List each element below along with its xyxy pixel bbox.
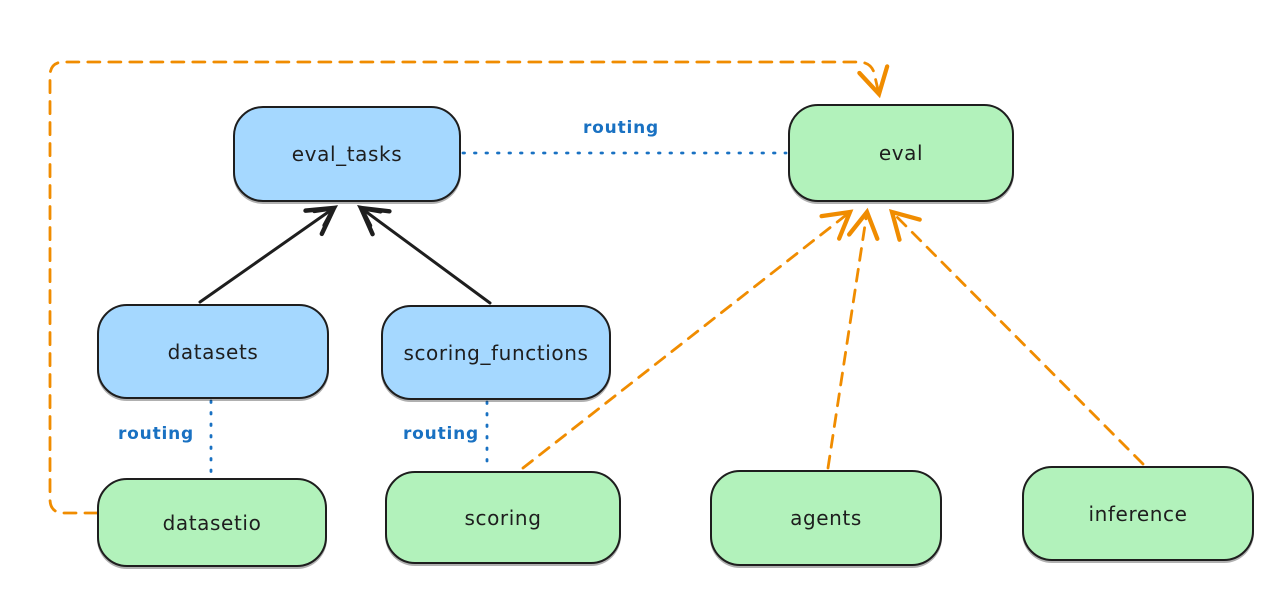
node-inference-label: inference xyxy=(1088,501,1188,526)
node-scoring-label: scoring xyxy=(464,505,542,530)
edge-datasets-evaltasks-arrow xyxy=(198,205,339,304)
node-eval: eval xyxy=(788,104,1014,202)
node-datasets: datasets xyxy=(97,304,329,399)
edge-datasetio-eval-arrow xyxy=(48,60,890,515)
edge-scoring-eval-arrow xyxy=(521,209,854,470)
node-eval-tasks: eval_tasks xyxy=(233,106,461,202)
routing-label-datasets-datasetio: routing xyxy=(118,424,194,444)
node-datasetio-label: datasetio xyxy=(162,510,262,535)
node-agents-label: agents xyxy=(790,506,862,530)
node-scoring: scoring xyxy=(385,471,621,564)
node-scoring-functions: scoring_functions xyxy=(381,305,611,400)
node-agents: agents xyxy=(710,470,942,566)
edge-agents-eval-arrow xyxy=(826,207,880,470)
node-scoring-functions-label: scoring_functions xyxy=(403,340,589,365)
node-inference: inference xyxy=(1022,466,1254,561)
routing-label-scoringfunctions-scoring: routing xyxy=(403,424,479,444)
node-eval-label: eval xyxy=(878,141,924,165)
node-eval-tasks-label: eval_tasks xyxy=(291,142,403,166)
routing-label-evaltasks-eval: routing xyxy=(583,118,659,138)
node-datasets-label: datasets xyxy=(167,339,259,364)
edge-scoringfunctions-evaltasks-arrow xyxy=(357,205,492,305)
node-datasetio: datasetio xyxy=(97,478,327,567)
edge-inference-eval-arrow xyxy=(888,208,1145,466)
